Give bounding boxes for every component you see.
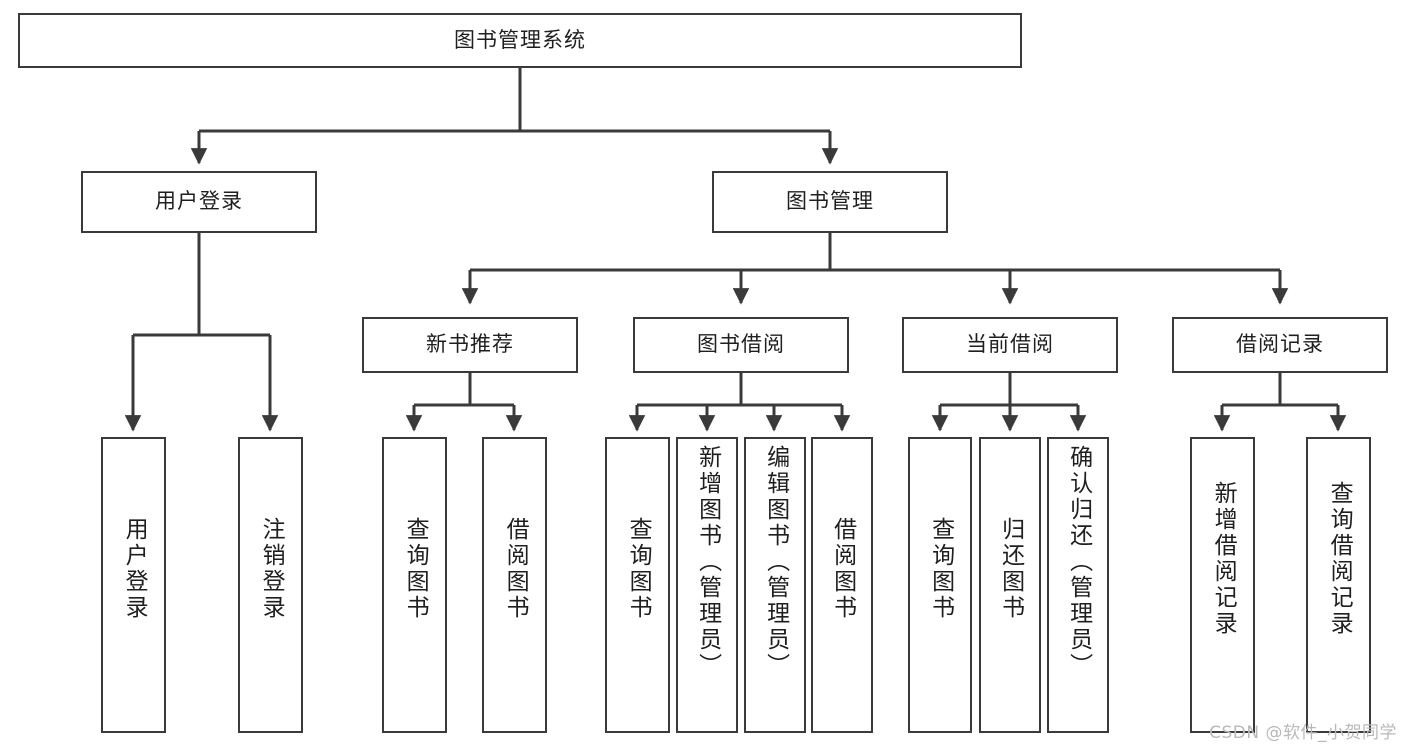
node-borrow-record[interactable]: 借阅记录 [1172,317,1388,373]
node-current-borrow-label: 当前借阅 [966,332,1054,357]
node-leaf-confirm-return-label: 确认归还（管理员） [1065,445,1092,679]
node-leaf-return-book-label: 归还图书 [997,517,1024,621]
node-book-borrow-label: 图书借阅 [697,332,785,357]
node-current-borrow[interactable]: 当前借阅 [902,317,1118,373]
node-leaf-user-login-label: 用户登录 [121,517,148,621]
node-leaf-edit-book-label: 编辑图书（管理员） [762,445,789,679]
node-leaf-query-book-2-label: 查询图书 [625,517,652,621]
node-leaf-logout[interactable]: 注销登录 [238,437,303,733]
node-book-manage-label: 图书管理 [786,189,874,214]
node-root-label: 图书管理系统 [454,27,586,52]
node-leaf-add-book[interactable]: 新增图书（管理员） [676,437,738,733]
node-leaf-add-record-label: 新增借阅记录 [1210,481,1237,637]
node-leaf-borrow-book-1[interactable]: 借阅图书 [482,437,547,733]
node-leaf-return-book[interactable]: 归还图书 [979,437,1041,733]
node-book-borrow[interactable]: 图书借阅 [633,317,849,373]
node-borrow-record-label: 借阅记录 [1236,332,1324,357]
node-leaf-confirm-return[interactable]: 确认归还（管理员） [1047,437,1109,733]
node-leaf-borrow-book-1-label: 借阅图书 [502,517,529,621]
node-book-manage[interactable]: 图书管理 [712,171,948,233]
node-leaf-user-login[interactable]: 用户登录 [101,437,166,733]
node-leaf-query-record-label: 查询借阅记录 [1326,481,1353,637]
node-leaf-query-book-3-label: 查询图书 [927,517,954,621]
node-user-login[interactable]: 用户登录 [81,171,317,233]
node-leaf-query-book-1[interactable]: 查询图书 [382,437,447,733]
node-leaf-edit-book[interactable]: 编辑图书（管理员） [744,437,806,733]
node-leaf-logout-label: 注销登录 [258,517,285,621]
node-leaf-query-record[interactable]: 查询借阅记录 [1306,437,1371,733]
node-leaf-borrow-book-2[interactable]: 借阅图书 [811,437,873,733]
watermark-text: CSDN @软件_小贺同学 [1209,723,1397,743]
node-root[interactable]: 图书管理系统 [18,13,1022,68]
node-user-login-label: 用户登录 [155,189,243,214]
node-leaf-query-book-2[interactable]: 查询图书 [605,437,670,733]
node-leaf-add-record[interactable]: 新增借阅记录 [1190,437,1255,733]
node-new-book-recommend[interactable]: 新书推荐 [362,317,578,373]
node-leaf-query-book-1-label: 查询图书 [402,517,429,621]
node-new-book-recommend-label: 新书推荐 [426,332,514,357]
node-leaf-add-book-label: 新增图书（管理员） [694,445,721,679]
node-leaf-borrow-book-2-label: 借阅图书 [829,517,856,621]
node-leaf-query-book-3[interactable]: 查询图书 [908,437,972,733]
